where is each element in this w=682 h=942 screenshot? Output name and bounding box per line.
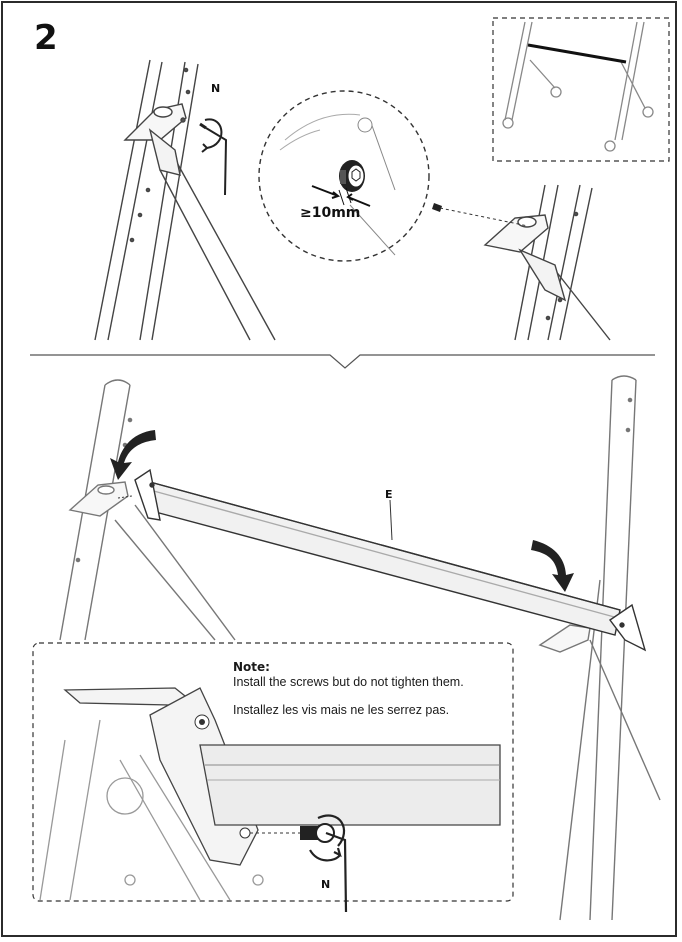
screw-label-bottom: N [321, 878, 331, 891]
screw-icon [432, 203, 529, 227]
detail-inset [32, 642, 514, 913]
right-frame-bottom [538, 375, 661, 921]
magnifier-detail [258, 90, 430, 262]
screw-icon [339, 160, 365, 192]
rotate-arrow-icon [309, 814, 346, 862]
left-frame-top [94, 59, 276, 341]
screw-label-top: N [211, 82, 221, 95]
note-french: Installez les vis mais ne les serrez pas… [233, 703, 450, 717]
curved-arrow-icon [531, 540, 574, 592]
hex-key-icon [325, 831, 348, 913]
section-divider [30, 354, 655, 369]
note-english: Install the screws but do not tighten th… [233, 675, 464, 689]
left-frame-bottom [59, 379, 236, 641]
crossbar-label: E [385, 488, 393, 501]
rotate-arrow-icon [201, 118, 223, 153]
screw-icon [300, 823, 335, 843]
step-number: 2 [34, 18, 58, 58]
min-length-label: ≥10mm [300, 205, 361, 221]
overview-inset [492, 17, 670, 162]
note-title: Note: [233, 660, 270, 674]
curved-arrow-icon [110, 430, 156, 480]
right-frame-top [483, 184, 611, 341]
hex-key-icon [199, 122, 228, 196]
crossbar-e [134, 468, 647, 652]
assembly-note: Note: Install the screws but do not tigh… [233, 660, 523, 717]
